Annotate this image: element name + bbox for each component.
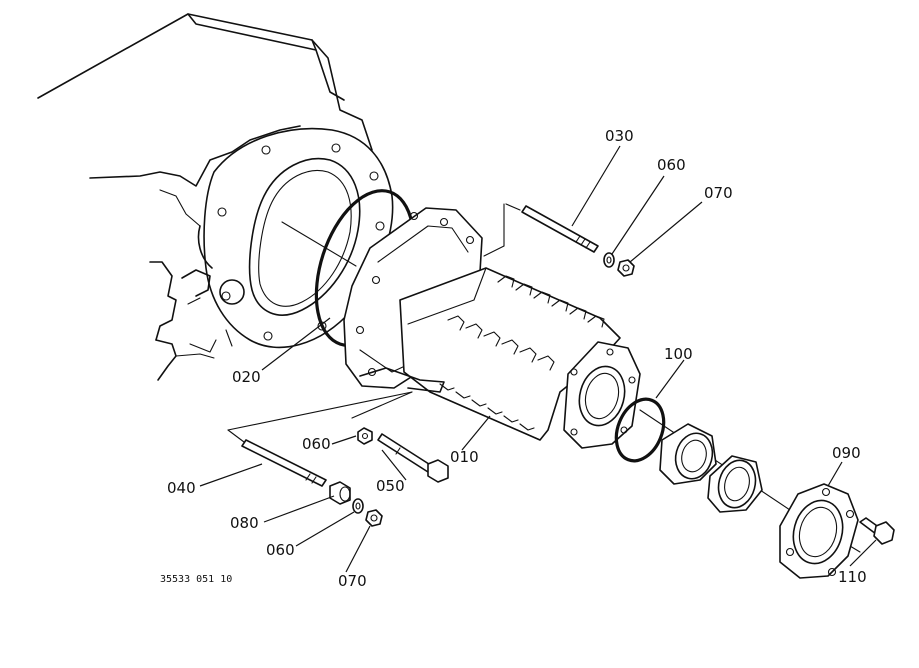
part-number-110: 110	[838, 568, 867, 586]
drawing-reference-code: 35533 051 10	[160, 574, 232, 585]
part-number-100: 100	[664, 345, 693, 363]
bolt-040	[241, 439, 327, 487]
washer-060-middle	[357, 427, 373, 445]
part-number-090: 090	[832, 444, 861, 462]
cover-090	[779, 483, 859, 579]
stud-030	[521, 205, 599, 253]
nut-070-bottom	[365, 509, 383, 527]
bolt-050	[377, 433, 449, 483]
spacer-080	[329, 481, 351, 505]
washer-060-top	[603, 252, 615, 268]
engine-block-outline	[37, 13, 373, 381]
o-ring-100	[614, 397, 666, 463]
washer-060-bottom	[352, 498, 364, 514]
part-number-020: 020	[232, 368, 261, 386]
part-number-070-top: 070	[704, 184, 733, 202]
part-number-010: 010	[450, 448, 479, 466]
oil-seal	[707, 455, 763, 513]
part-number-060-bottom: 060	[266, 541, 295, 559]
part-number-080: 080	[230, 514, 259, 532]
nut-070-top	[617, 259, 635, 277]
part-number-060-middle: 060	[302, 435, 331, 453]
part-number-070-bottom: 070	[338, 572, 367, 590]
part-number-050: 050	[376, 477, 405, 495]
part-number-030: 030	[605, 127, 634, 145]
part-number-040: 040	[167, 479, 196, 497]
leader-lines	[199, 145, 877, 573]
part-number-060-top: 060	[657, 156, 686, 174]
bolt-110	[859, 517, 895, 545]
bearing	[659, 423, 717, 485]
